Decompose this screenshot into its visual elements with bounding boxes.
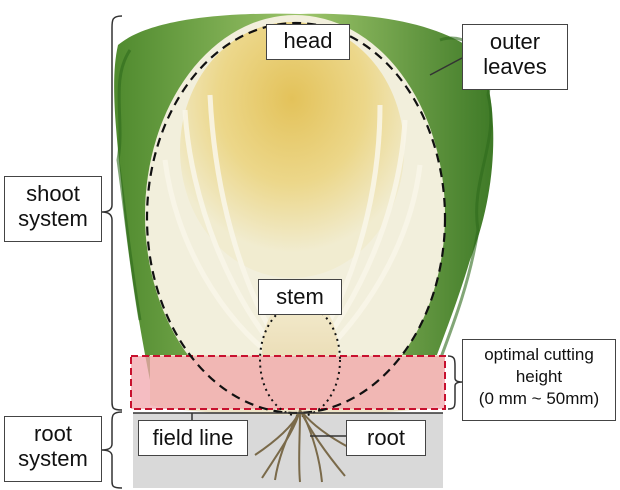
field-line-label-text: field line	[139, 425, 247, 450]
outer-leaves-line-1: outer	[463, 29, 567, 54]
cutting-zone	[131, 356, 445, 409]
optimal-cutting-height-label: optimal cutting height (0 mm ~ 50mm)	[462, 339, 616, 421]
root-label: root	[346, 420, 426, 456]
cutting-height-line-3: (0 mm ~ 50mm)	[463, 388, 615, 410]
root-system-label: root system	[4, 416, 102, 482]
shoot-system-line-2: system	[5, 206, 101, 231]
head-label-text: head	[267, 28, 349, 53]
head-label: head	[266, 24, 350, 60]
stem-label-text: stem	[259, 284, 341, 309]
root-system-line-1: root	[5, 421, 101, 446]
root-system-line-2: system	[5, 446, 101, 471]
shoot-system-label: shoot system	[4, 176, 102, 242]
stem-label: stem	[258, 279, 342, 315]
field-line-label: field line	[138, 420, 248, 456]
shoot-system-line-1: shoot	[5, 181, 101, 206]
cutting-height-line-1: optimal cutting	[463, 344, 615, 366]
cutting-height-line-2: height	[463, 366, 615, 388]
root-system-brace	[102, 412, 122, 488]
outer-leaves-line-2: leaves	[463, 54, 567, 79]
root-label-text: root	[347, 425, 425, 450]
cutting-height-brace	[448, 356, 462, 409]
outer-leaves-label: outer leaves	[462, 24, 568, 90]
